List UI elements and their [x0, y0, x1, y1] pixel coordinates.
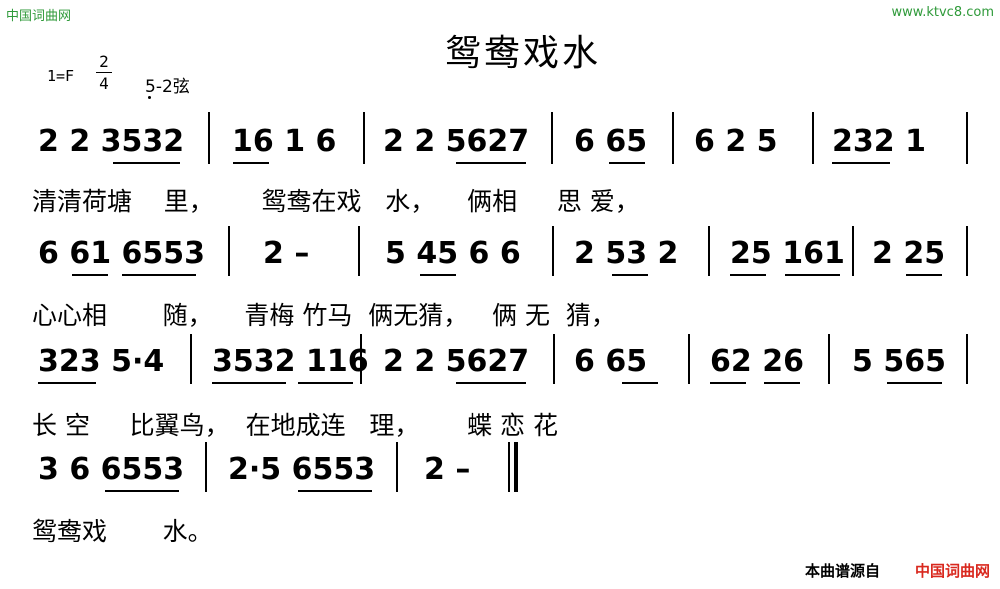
barline — [551, 112, 553, 164]
measure-4-2: 2·5 6553 — [228, 452, 376, 487]
measure-1-1: 2 2 3532 — [38, 124, 185, 159]
beam-underline — [105, 490, 179, 492]
lyrics-line-2: 心心相 随， 青梅 竹马 俩无猜， 俩 无 猜， — [32, 301, 616, 330]
measure-3-3: 2 2 5627 — [383, 344, 530, 379]
beam-underline — [887, 382, 942, 384]
measure-1-2: 16 1 6 — [232, 124, 337, 159]
beam-underline — [38, 382, 96, 384]
meter-line — [96, 72, 112, 73]
barline — [966, 334, 968, 384]
beam-underline — [298, 490, 372, 492]
beam-underline — [72, 274, 108, 276]
barline — [552, 226, 554, 276]
lyrics-line-1: 清清荷塘 里， 鸳鸯在戏 水， 俩相 思 爱， — [32, 187, 640, 216]
measure-4-1: 3 6 6553 — [38, 452, 185, 487]
measure-2-6: 2 25 — [872, 236, 946, 271]
barline — [363, 112, 365, 164]
beam-underline — [622, 382, 658, 384]
measure-2-5: 25 161 — [730, 236, 845, 271]
lyrics-line-4: 鸳鸯戏 水。 — [32, 517, 213, 546]
barline — [672, 112, 674, 164]
barline — [812, 112, 814, 164]
measure-2-3: 5 45 6 6 — [385, 236, 521, 271]
source-label: 本曲谱源自 — [804, 562, 880, 580]
barline — [852, 226, 854, 276]
beam-underline — [609, 162, 645, 164]
beam-underline — [612, 274, 648, 276]
measure-1-5: 6 2 5 — [694, 124, 778, 159]
beam-underline — [420, 274, 456, 276]
measure-2-2: 2 – — [263, 236, 310, 271]
time-signature: 2 4 — [96, 52, 112, 93]
barline — [208, 112, 210, 164]
measure-3-1: 323 5·4 — [38, 344, 165, 379]
measure-3-6: 5 565 — [852, 344, 946, 379]
beam-underline — [122, 274, 196, 276]
beam-underline — [233, 162, 269, 164]
measure-1-4: 6 65 — [574, 124, 648, 159]
lyrics-line-3: 长 空 比翼鸟， 在地成连 理， 蝶 恋 花 — [32, 411, 558, 440]
measure-3-2: 3532 116 — [212, 344, 369, 379]
source-brand: 中国词曲网 — [914, 562, 990, 580]
page-title: 鸳鸯戏水 — [445, 33, 602, 74]
beam-underline — [456, 382, 526, 384]
beam-underline — [113, 162, 180, 164]
beam-underline — [906, 274, 942, 276]
beam-underline — [456, 162, 526, 164]
measure-4-3: 2 – — [424, 452, 471, 487]
barline — [553, 334, 555, 384]
barline — [190, 334, 192, 384]
meter-bottom: 4 — [99, 74, 109, 93]
key-signature: 1=F — [47, 67, 75, 85]
beam-underline — [785, 274, 840, 276]
measure-2-1: 6 61 6553 — [38, 236, 206, 271]
low-octave-dot — [148, 96, 151, 99]
barline — [708, 226, 710, 276]
barline — [360, 334, 362, 384]
beam-underline — [832, 162, 890, 164]
barline — [688, 334, 690, 384]
meter-top: 2 — [99, 52, 109, 71]
barline — [358, 226, 360, 276]
string-tuning: 5-2弦 — [145, 72, 190, 99]
final-barline-thick — [514, 442, 518, 492]
measure-3-5: 62 26 — [710, 344, 804, 379]
measure-3-4: 6 65 — [574, 344, 648, 379]
watermark-left: 中国词曲网 — [6, 9, 72, 24]
string-tuning-text: 5-2弦 — [145, 77, 190, 97]
beam-underline — [212, 382, 286, 384]
barline — [828, 334, 830, 384]
barline — [966, 226, 968, 276]
measure-2-4: 2 53 2 — [574, 236, 679, 271]
beam-underline — [710, 382, 746, 384]
barline — [966, 112, 968, 164]
beam-underline — [730, 274, 766, 276]
barline — [205, 442, 207, 492]
measure-1-6: 232 1 — [832, 124, 926, 159]
beam-underline — [298, 382, 353, 384]
final-barline-thin — [508, 442, 510, 492]
barline — [396, 442, 398, 492]
watermark-right: www.ktvc8.com — [891, 5, 994, 20]
barline — [228, 226, 230, 276]
beam-underline — [764, 382, 800, 384]
measure-1-3: 2 2 5627 — [383, 124, 530, 159]
